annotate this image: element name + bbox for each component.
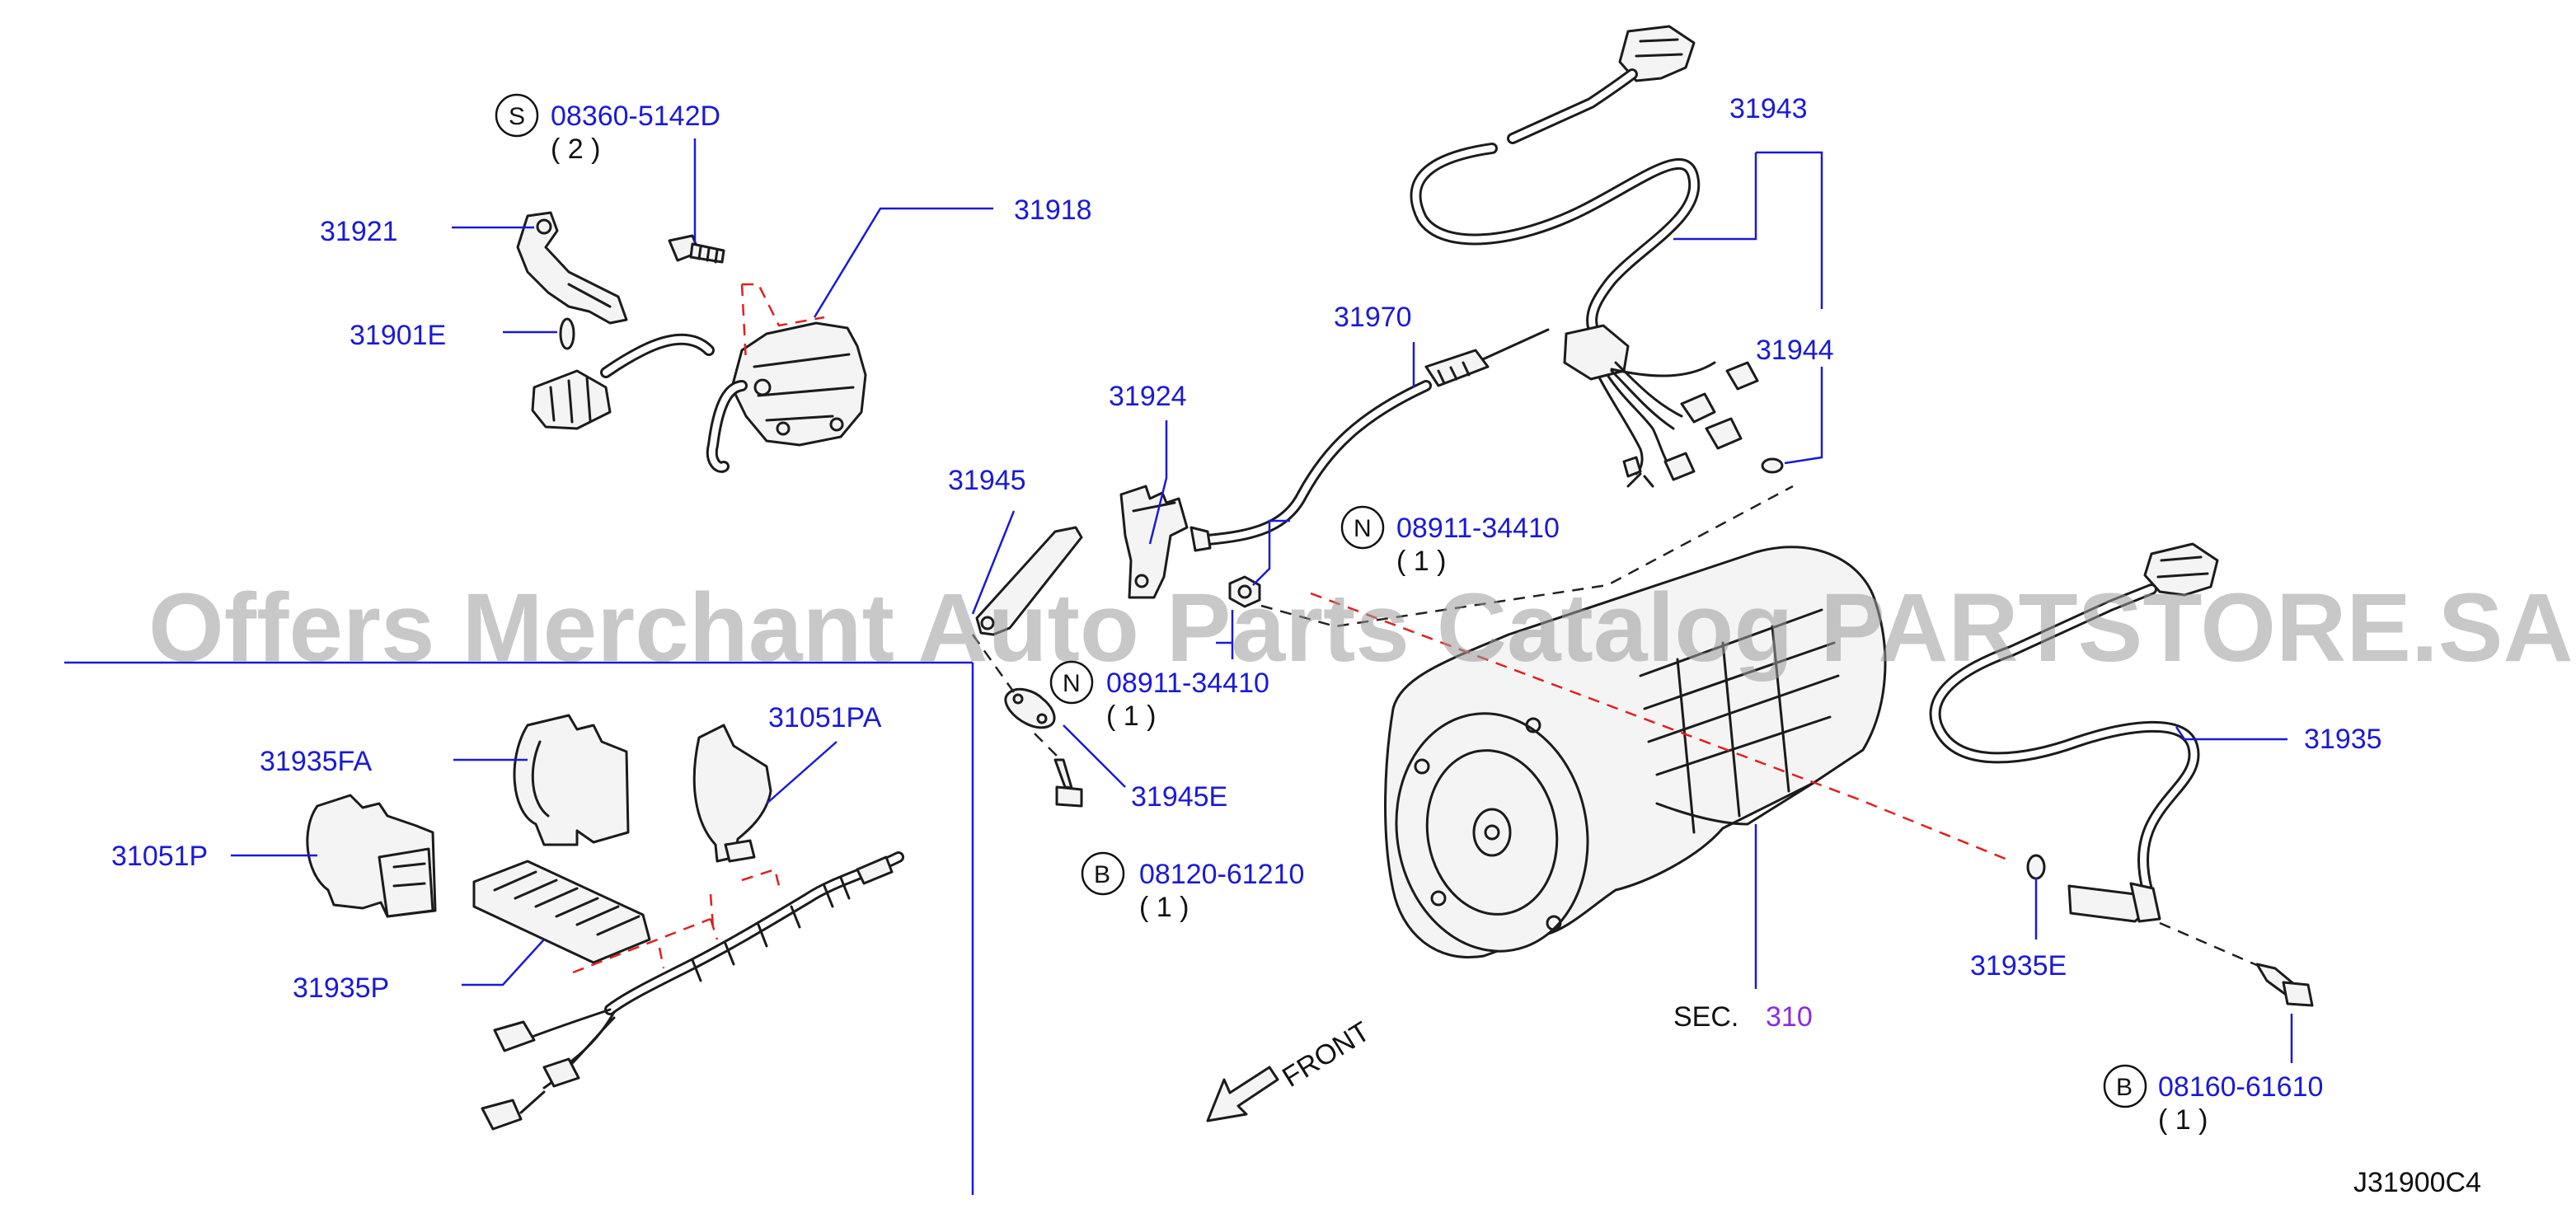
front-arrow-icon: FRONT [1206, 1016, 1376, 1122]
part-label-31935E[interactable]: 31935E [1970, 950, 2067, 982]
fastener-qty: ( 1 ) [1139, 892, 1189, 923]
part-label-31921[interactable]: 31921 [320, 216, 398, 247]
rod-31970-drawing [1189, 328, 1550, 552]
transmission-drawing [1384, 546, 1887, 958]
part-label-31935P[interactable]: 31935P [293, 972, 389, 1004]
clip-31051P-drawing [306, 794, 437, 918]
fastener-callout: B 08160-61610 ( 1 ) [2103, 1064, 2323, 1136]
harness-inset-drawing [481, 851, 904, 1131]
section-prefix: SEC. [1673, 1001, 1738, 1033]
sensor-31944-drawing [1563, 324, 1759, 488]
washer-31945E-drawing [1004, 687, 1056, 729]
part-labels: 31921 31918 31901E 31943 31970 31944 319… [111, 93, 2382, 1004]
part-label-31945E[interactable]: 31945E [1131, 781, 1227, 813]
bracket-31924-drawing [1119, 485, 1189, 599]
bolt-08160-61610-drawing [2255, 963, 2314, 1007]
comb-31935P-drawing [472, 860, 651, 964]
front-label: FRONT [1277, 1016, 1375, 1094]
fastener-part-no[interactable]: 08911-34410 [1106, 668, 1269, 699]
fastener-qty: ( 1 ) [1106, 701, 1156, 732]
fastener-mark: S [509, 103, 525, 130]
fastener-part-no[interactable]: 08911-34410 [1396, 513, 1560, 544]
fastener-qty: ( 1 ) [1396, 546, 1446, 577]
fastener-mark: B [1094, 861, 1110, 888]
leader-lines [231, 138, 2293, 1063]
part-label-31945[interactable]: 31945 [948, 465, 1026, 496]
part-label-31943[interactable]: 31943 [1729, 93, 1808, 124]
fastener-part-no[interactable]: 08160-61610 [2158, 1071, 2323, 1103]
o-ring-31944-drawing [1761, 457, 1784, 474]
nut-drawing [1228, 575, 1261, 608]
section-reference: SEC. 310 [1673, 1001, 1813, 1033]
part-label-31051P[interactable]: 31051P [111, 841, 208, 872]
mark-circle [1340, 505, 1385, 550]
part-label-31935FA[interactable]: 31935FA [260, 746, 372, 777]
fastener-qty: ( 1 ) [2158, 1104, 2208, 1136]
fastener-mark: B [2116, 1074, 2133, 1101]
fastener-qty: ( 2 ) [551, 134, 600, 165]
clip-31935FA-drawing [513, 714, 630, 846]
part-label-31918[interactable]: 31918 [1014, 194, 1092, 226]
fastener-mark: N [1354, 515, 1372, 542]
fastener-part-no[interactable]: 08360-5142D [551, 101, 720, 132]
mark-circle [1049, 660, 1094, 705]
assembly-lines [572, 283, 2259, 974]
bolt-08120-61210-drawing [1053, 758, 1083, 808]
fastener-mark: N [1063, 670, 1081, 697]
part-label-31944[interactable]: 31944 [1756, 335, 1834, 366]
part-label-31051PA[interactable]: 31051PA [768, 702, 882, 733]
o-ring-31901E-drawing [559, 317, 575, 350]
inset-frame [64, 661, 974, 1195]
watermark-text: Offers Merchant Auto Parts Catalog PARTS… [148, 574, 2574, 682]
fastener-callout: N 08911-34410 ( 1 ) [1049, 660, 1269, 732]
sensor-31935-drawing [1929, 542, 2219, 923]
fastener-callout: B 08120-61210 ( 1 ) [1081, 851, 1304, 923]
fastener-part-no[interactable]: 08120-61210 [1139, 859, 1304, 890]
fastener-callout: N 08911-34410 ( 1 ) [1340, 505, 1560, 577]
o-ring-31935E-drawing [2026, 854, 2046, 880]
lever-31921-drawing [516, 211, 628, 325]
section-number-link[interactable]: 310 [1766, 1001, 1813, 1033]
strap-31051PA-drawing [692, 724, 772, 863]
mark-circle [495, 93, 539, 138]
mark-circle [2103, 1064, 2147, 1108]
part-label-31970[interactable]: 31970 [1334, 302, 1412, 333]
fastener-callout: S 08360-5142D ( 2 ) [495, 93, 720, 165]
plate-31945-drawing [975, 526, 1083, 636]
inhibitor-switch-31918-drawing [531, 321, 867, 473]
harness-31943-drawing [1410, 25, 1701, 340]
bolt-08360-5142D-drawing [668, 234, 725, 264]
part-label-31924[interactable]: 31924 [1109, 381, 1187, 412]
diagram-code: J31900C4 [2353, 1167, 2481, 1198]
mark-circle [1081, 851, 1125, 896]
part-label-31901E[interactable]: 31901E [350, 320, 446, 351]
part-label-31935[interactable]: 31935 [2304, 724, 2382, 755]
